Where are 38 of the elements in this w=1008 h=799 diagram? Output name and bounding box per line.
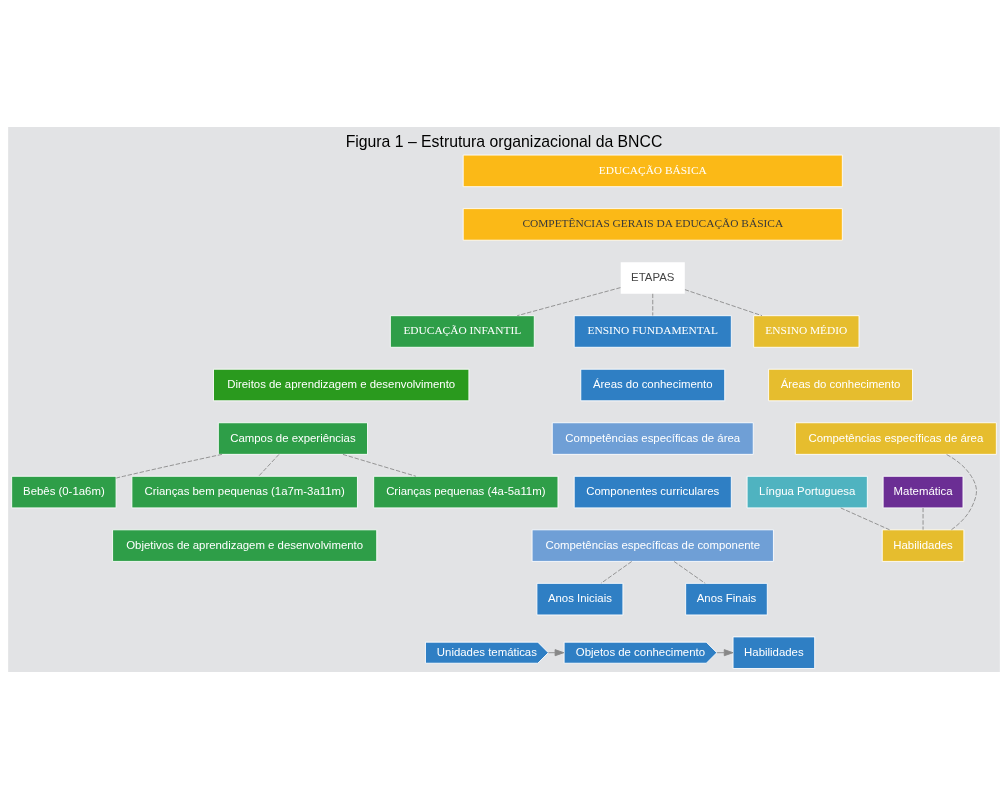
connector: [684, 289, 763, 317]
node-box: Direitos de aprendizagem e desenvolvimento: [213, 368, 470, 402]
node-box: Competências específicas de área: [551, 422, 754, 455]
arrow: [547, 649, 565, 657]
connector: [946, 454, 977, 531]
node-box: Crianças bem pequenas (1a7m-3a11m): [131, 475, 358, 509]
node-box: ETAPAS: [620, 262, 685, 294]
node-box: Objetivos de aprendizagem e desenvolvimento: [112, 529, 378, 562]
connector: [342, 453, 417, 477]
arrow: [716, 649, 734, 657]
node-box: Competências específicas de área: [794, 422, 997, 455]
node-box: Língua Portuguesa: [746, 475, 868, 509]
connector: [115, 453, 223, 479]
node-box: EDUCAÇÃO BÁSICA: [462, 154, 843, 188]
node-box: Matemática: [882, 475, 964, 509]
node-box: Áreas do conhecimento: [580, 368, 726, 402]
node-box: Componentes curriculares: [573, 475, 732, 509]
node-box: Anos Iniciais: [536, 582, 624, 616]
node-box: COMPETÊNCIAS GERAIS DA EDUCAÇÃO BÁSICA: [462, 208, 843, 241]
connector: [516, 287, 621, 317]
node-box: EDUCAÇÃO INFANTIL: [389, 315, 535, 348]
connector: [673, 561, 706, 584]
node-box: ENSINO MÉDIO: [753, 315, 860, 348]
node-box: ENSINO FUNDAMENTAL: [573, 315, 732, 348]
node-box: Anos Finais: [685, 582, 768, 616]
caption: Figura 1 – Estrutura organizacional da BNCC: [345, 132, 663, 150]
connector: [258, 453, 280, 477]
node-box: Bebês (0-1a6m): [11, 475, 117, 509]
node-box: Habilidades: [732, 636, 816, 669]
connector: [922, 507, 924, 531]
node-box: Habilidades: [881, 529, 965, 562]
node-box: Áreas do conhecimento: [768, 368, 913, 402]
node-box: Competências específicas de componente: [531, 529, 774, 562]
node-box: Crianças pequenas (4a-5a11m): [373, 475, 559, 509]
connector: [840, 507, 891, 531]
connector: [652, 293, 654, 316]
node-box: Campos de experiências: [217, 422, 368, 455]
connector: [600, 561, 633, 584]
